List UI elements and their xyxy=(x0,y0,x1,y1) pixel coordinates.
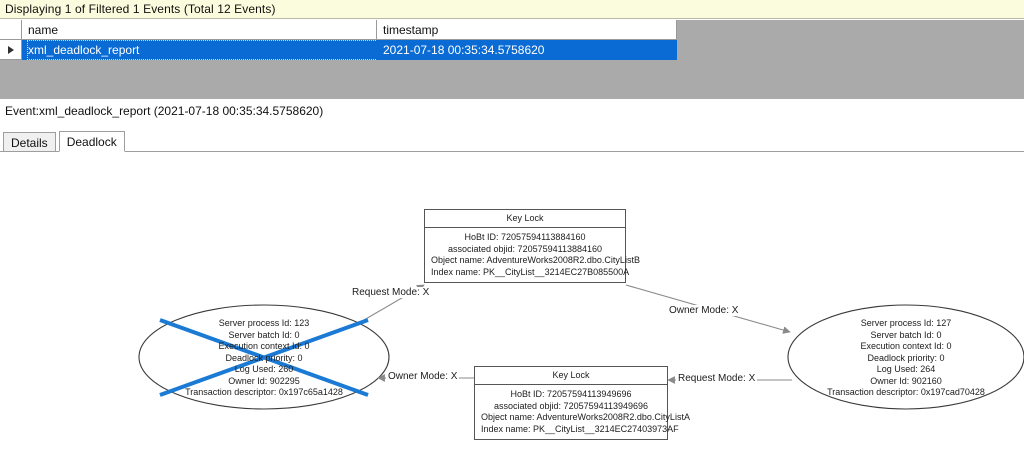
key-lock-bottom-title: Key Lock xyxy=(475,367,667,385)
left-deadlock-priority: Deadlock priority: 0 xyxy=(225,352,303,363)
key-lock-bottom-indexname: Index name: PK__CityList__3214EC27403973… xyxy=(481,423,679,434)
resource-node-key-lock-top[interactable]: Key Lock HoBt ID: 72057594113884160 asso… xyxy=(424,209,640,283)
status-banner-text: Displaying 1 of Filtered 1 Events (Total… xyxy=(5,2,276,16)
process-node-right-text: Server process Id: 127 Server batch Id: … xyxy=(786,318,1024,399)
right-server-process-id: Server process Id: 127 xyxy=(860,318,952,328)
left-owner-id: Owner Id: 902295 xyxy=(228,375,300,386)
resource-node-key-lock-bottom[interactable]: Key Lock HoBt ID: 72057594113949696 asso… xyxy=(474,366,690,440)
cell-name[interactable]: xml_deadlock_report xyxy=(22,39,378,60)
tab-deadlock[interactable]: Deadlock xyxy=(58,131,125,152)
cell-name-text: xml_deadlock_report xyxy=(27,39,378,60)
key-lock-bottom-hobt: HoBt ID: 72057594113949696 xyxy=(510,389,632,399)
process-node-right-ellipse[interactable] xyxy=(787,304,1024,410)
left-server-batch-id: Server batch Id: 0 xyxy=(228,329,300,340)
edge-label-left-owner-bottom: Owner Mode: X xyxy=(386,371,460,382)
row-selector-cell[interactable] xyxy=(0,40,22,60)
column-header-timestamp[interactable]: timestamp xyxy=(377,20,677,40)
key-lock-top-title: Key Lock xyxy=(425,210,625,228)
grid-header-row: name timestamp xyxy=(0,20,677,40)
event-detail-title: Event:xml_deadlock_report (2021-07-18 00… xyxy=(5,104,324,118)
left-execution-context-id: Execution context Id: 0 xyxy=(218,341,310,351)
table-row[interactable]: xml_deadlock_report 2021-07-18 00:35:34.… xyxy=(0,39,677,60)
tab-details[interactable]: Details xyxy=(3,132,56,151)
key-lock-bottom-objid: associated objid: 72057594113949696 xyxy=(494,400,648,411)
key-lock-bottom-body: HoBt ID: 72057594113949696 associated ob… xyxy=(475,385,690,439)
key-lock-bottom-objname: Object name: AdventureWorks2008R2.dbo.Ci… xyxy=(481,412,690,422)
graph-edges-layer: top key lock --> right process --> left … xyxy=(138,284,1024,410)
row-selector-arrow-icon xyxy=(8,45,14,54)
edge-label-right-owner-top: Owner Mode: X xyxy=(667,305,741,316)
victim-cross-line-2 xyxy=(159,318,369,397)
events-grid: name timestamp xml_deadlock_report 2021-… xyxy=(0,20,1024,99)
right-server-batch-id: Server batch Id: 0 xyxy=(870,329,942,340)
grid-corner-header xyxy=(0,20,22,40)
status-banner: Displaying 1 of Filtered 1 Events (Total… xyxy=(0,0,1024,19)
right-transaction-descriptor: Transaction descriptor: 0x197cad70428 xyxy=(827,387,985,397)
left-transaction-descriptor: Transaction descriptor: 0x197c65a1428 xyxy=(185,387,343,397)
key-lock-top-indexname: Index name: PK__CityList__3214EC27B08550… xyxy=(431,266,630,277)
process-node-left-text: Server process Id: 123 Server batch Id: … xyxy=(144,318,384,399)
key-lock-top-objid: associated objid: 72057594113884160 xyxy=(448,243,602,254)
edge-label-left-request-top: Request Mode: X xyxy=(350,287,432,298)
right-log-used: Log Used: 264 xyxy=(876,364,936,374)
right-execution-context-id: Execution context Id: 0 xyxy=(860,341,952,351)
left-log-used: Log Used: 260 xyxy=(234,364,294,374)
edge-label-right-request-bottom: Request Mode: X xyxy=(676,373,758,384)
deadlock-graph-canvas[interactable]: top key lock --> right process --> left … xyxy=(0,152,1024,452)
left-server-process-id: Server process Id: 123 xyxy=(218,318,310,328)
right-owner-id: Owner Id: 902160 xyxy=(870,375,942,386)
key-lock-top-objname: Object name: AdventureWorks2008R2.dbo.Ci… xyxy=(431,255,640,265)
key-lock-top-hobt: HoBt ID: 72057594113884160 xyxy=(464,232,586,242)
key-lock-top-body: HoBt ID: 72057594113884160 associated ob… xyxy=(425,228,640,282)
cell-timestamp[interactable]: 2021-07-18 00:35:34.5758620 xyxy=(377,40,677,60)
right-deadlock-priority: Deadlock priority: 0 xyxy=(867,352,945,363)
detail-tabstrip: Details Deadlock xyxy=(0,130,1024,152)
column-header-name[interactable]: name xyxy=(22,20,377,40)
